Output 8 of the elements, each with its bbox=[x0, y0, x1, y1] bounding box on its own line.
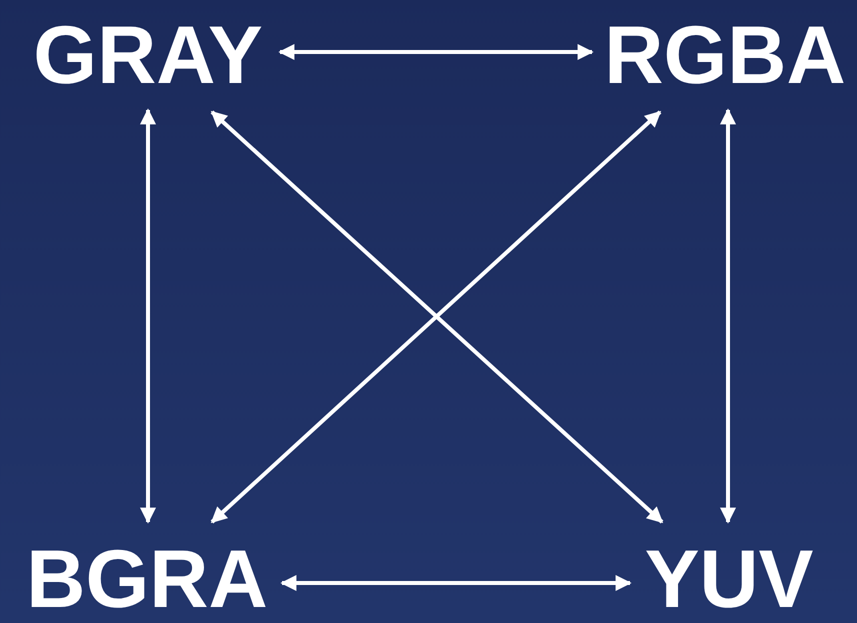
format-label: YUV bbox=[644, 538, 814, 620]
double-arrow bbox=[720, 108, 736, 524]
format-label: RGBA bbox=[604, 15, 846, 97]
double-arrow bbox=[140, 108, 156, 524]
double-arrow bbox=[280, 575, 632, 591]
format-label: BGRA bbox=[26, 538, 268, 620]
double-arrow bbox=[278, 44, 594, 60]
format-label: GRAY bbox=[33, 15, 263, 97]
